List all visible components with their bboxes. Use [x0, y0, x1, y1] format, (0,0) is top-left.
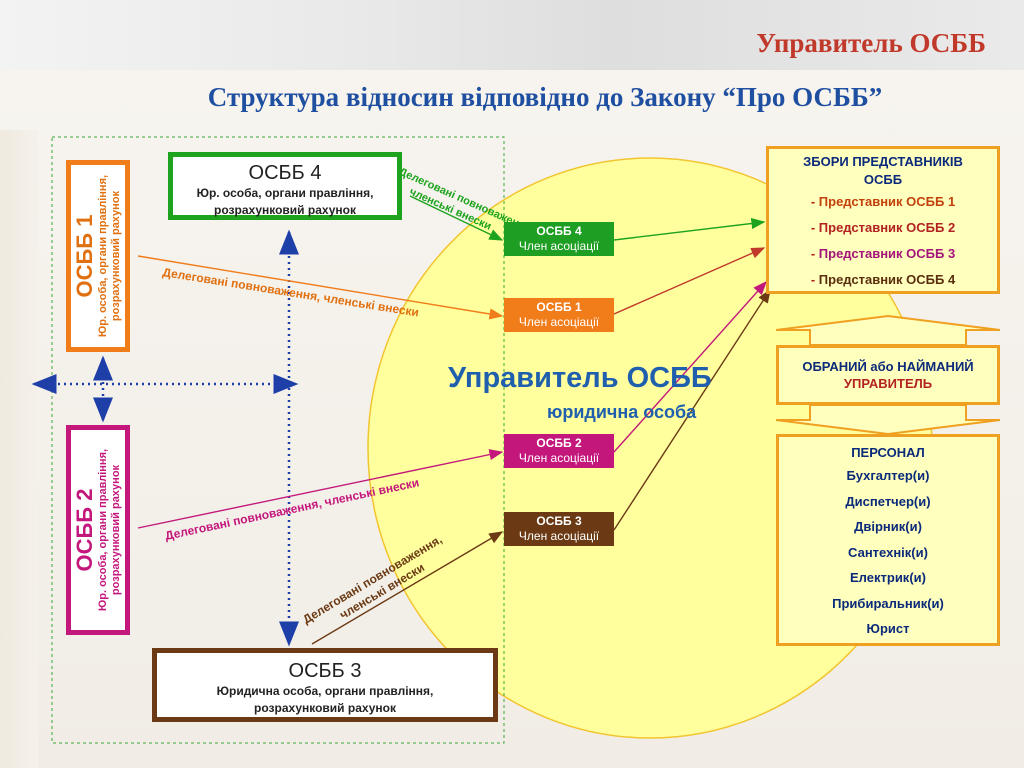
assembly-rep-2: - Представник ОСББ 2 [769, 215, 997, 241]
assembly-heading-line1: ЗБОРИ ПРЕДСТАВНИКІВ [803, 154, 963, 169]
osbb3-desc-line1: Юридична особа, органи правління, [216, 684, 434, 698]
member4-to-assembly-arrow [613, 217, 766, 241]
member-osbb3-role: Член асоціації [518, 529, 600, 543]
manager-subtitle: юридична особа [547, 402, 697, 422]
member-osbb3-name: ОСББ 3 [536, 514, 582, 528]
staff-item: Двірник(и) [854, 519, 922, 534]
osbb4-delegation-arrow [409, 195, 504, 241]
rep-dash: - [810, 220, 816, 235]
assembly-up-arrow [775, 314, 1001, 346]
member-osbb2-name: ОСББ 2 [536, 436, 582, 450]
slide-left-strip [0, 130, 38, 768]
osbb1-delegation-arrow [137, 255, 504, 320]
staff-heading: ПЕРСОНАЛ [851, 445, 925, 460]
osbb1-box: ОСББ 1 Юр. особа, органи правління, розр… [66, 160, 130, 352]
member2-to-assembly-arrow [613, 280, 767, 453]
member-osbb1-role: Член асоціації [518, 315, 600, 329]
osbb2-name: ОСББ 2 [72, 488, 97, 572]
osbb2-desc-line2: розрахунковий рахунок [110, 464, 122, 596]
osbb2-box: ОСББ 2 Юр. особа, органи правління, розр… [66, 425, 130, 635]
osbb4-box: ОСББ 4 Юр. особа, органи правління, розр… [168, 152, 402, 220]
osbb3-name: ОСББ 3 [288, 660, 362, 682]
osbb4-name: ОСББ 4 [248, 162, 322, 184]
osbb-region-dashed-border [51, 136, 505, 744]
member-osbb1: ОСББ 1 Член асоціації [504, 298, 614, 332]
slide-header-background [0, 0, 1024, 70]
osbb1-delegation-label: Делеговані повноваження, членські внески [162, 265, 420, 319]
rep-label: Представник ОСББ 2 [818, 220, 956, 235]
staff-item: Бухгалтер(и) [846, 468, 930, 483]
rep-dash: - [810, 272, 816, 287]
assembly-rep-4: - Представник ОСББ 4 [769, 267, 997, 293]
osbb3-box: ОСББ 3 Юридична особа, органи правління,… [152, 648, 498, 722]
member-osbb2-role: Член асоціації [518, 451, 600, 465]
member3-to-assembly-arrow [613, 288, 771, 531]
rep-label: Представник ОСББ 3 [818, 246, 956, 261]
osbb2-desc-line1: Юр. особа, органи правління, [97, 448, 109, 612]
rep-dash: - [810, 194, 816, 209]
assembly-rep-1: - Представник ОСББ 1 [769, 189, 997, 215]
member1-to-assembly-arrow [613, 247, 766, 315]
staff-item: Сантехнік(и) [848, 544, 928, 560]
osbb4-desc-line1: Юр. особа, органи правління, [196, 186, 374, 200]
representatives-assembly-panel: ЗБОРИ ПРЕДСТАВНИКІВ ОСББ - Представник О… [766, 146, 1000, 294]
elected-manager-line2: УПРАВИТЕЛЬ [843, 376, 933, 391]
staff-panel: ПЕРСОНАЛ Бухгалтер(и) Диспетчер(и) Двірн… [776, 434, 1000, 646]
staff-item: Юрист [866, 621, 910, 636]
staff-item: Електрик(и) [850, 570, 926, 585]
osbb3-desc-line2: розрахунковий рахунок [254, 701, 396, 715]
slide-subtitle: Структура відносин відповідно до Закону … [207, 82, 883, 112]
elected-manager-panel: ОБРАНИЙ або НАЙМАНИЙ УПРАВИТЕЛЬ [776, 345, 1000, 405]
member-osbb4: ОСББ 4 Член асоціації [504, 222, 614, 256]
slide-title: Управитель ОСББ [756, 28, 986, 58]
member-osbb4-role: Член асоціації [518, 239, 600, 253]
staff-item: Диспетчер(и) [845, 493, 931, 509]
staff-down-arrow [775, 404, 1001, 436]
osbb2-delegation-arrow [137, 449, 504, 529]
rep-label: Представник ОСББ 4 [818, 272, 956, 287]
osbb1-desc-line2: розрахунковий рахунок [110, 190, 122, 322]
member-osbb2: ОСББ 2 Член асоціації [504, 434, 614, 468]
member-osbb4-name: ОСББ 4 [536, 224, 582, 238]
assembly-heading-line2: ОСББ [863, 172, 903, 187]
assembly-rep-3: - Представник ОСББ 3 [769, 241, 997, 267]
rep-dash: - [810, 246, 816, 261]
osbb1-desc-line1: Юр. особа, органи правління, [97, 174, 109, 338]
rep-label: Представник ОСББ 1 [818, 194, 956, 209]
member-osbb1-name: ОСББ 1 [536, 300, 582, 314]
staff-item: Прибиральник(и) [832, 595, 944, 611]
osbb1-name: ОСББ 1 [72, 214, 97, 298]
osbb3-delegation-arrow [311, 531, 504, 645]
member-osbb3: ОСББ 3 Член асоціації [504, 512, 614, 546]
manager-title: Управитель ОСББ [448, 362, 712, 394]
osbb4-desc-line2: розрахунковий рахунок [214, 203, 356, 217]
elected-manager-line1: ОБРАНИЙ або НАЙМАНИЙ [802, 359, 974, 374]
